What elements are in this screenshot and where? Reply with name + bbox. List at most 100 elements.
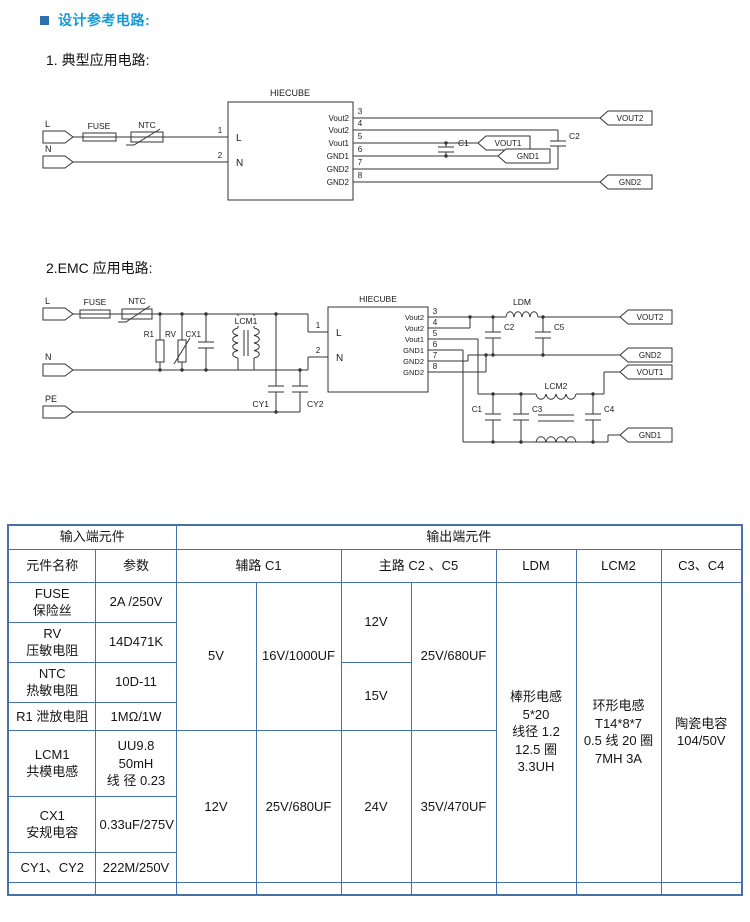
pin6-number: 6 bbox=[358, 145, 363, 154]
component-name-cell: LCM1 共模电感 bbox=[7, 729, 97, 797]
pin6-number: 6 bbox=[433, 340, 438, 349]
l-label: L bbox=[45, 119, 50, 129]
chip-pin4-label: Vout2 bbox=[329, 126, 350, 135]
pin7-number: 7 bbox=[358, 158, 363, 167]
col-header-aux-c1: 辅路 C1 bbox=[175, 548, 342, 583]
c3-c4-spec-cell: 陶瓷电容 104/50V bbox=[660, 581, 743, 883]
pin1-number: 1 bbox=[218, 126, 223, 135]
component-name-cell: CY1、CY2 bbox=[7, 851, 97, 883]
empty-cell bbox=[410, 881, 497, 896]
circuit-typical-application: L N FUSE NTC 1 2 HIECUBE L N Vout2 Vout2… bbox=[42, 88, 653, 201]
table-row: FUSE 保险丝 2A /250V 5V 16V/1000UF 12V 25V/… bbox=[7, 581, 743, 883]
lcm2-label: LCM2 bbox=[545, 381, 568, 391]
pe-input-tag bbox=[42, 405, 74, 419]
main-cap-top-cell: 25V/680UF bbox=[410, 581, 497, 731]
n-input-tag bbox=[42, 155, 74, 169]
component-param-cell: 14D471K bbox=[95, 621, 177, 663]
cy2-label: CY2 bbox=[307, 399, 324, 409]
chip-pin8-label: GND2 bbox=[327, 178, 350, 187]
component-param-cell: 1MΩ/1W bbox=[95, 701, 177, 731]
gnd1-tag-label: GND1 bbox=[639, 431, 662, 440]
main-voltage-15v-cell: 15V bbox=[340, 661, 412, 731]
cy1-capacitor bbox=[268, 385, 284, 393]
table-row: R1 泄放电阻 1MΩ/1W bbox=[7, 701, 742, 731]
col-header-lcm2: LCM2 bbox=[575, 548, 662, 583]
n-label: N bbox=[45, 144, 52, 154]
chip-pin4-label: Vout2 bbox=[405, 324, 424, 333]
chip-pin3-label: Vout2 bbox=[329, 114, 350, 123]
ldm-spec-cell: 棒形电感 5*20 线径 1.2 12.5 圈 3.3UH bbox=[495, 581, 577, 883]
c5-label: C5 bbox=[554, 323, 565, 332]
col-header-ldm: LDM bbox=[495, 548, 577, 583]
pe-label: PE bbox=[45, 394, 57, 404]
component-param-cell: UU9.8 50mH 线 径 0.23 bbox=[95, 729, 177, 797]
ntc-label: NTC bbox=[128, 296, 145, 306]
output-components-header: 输出端元件 bbox=[175, 524, 743, 550]
chip-pin7-label: GND2 bbox=[403, 357, 424, 366]
vout1-tag-label: VOUT1 bbox=[637, 368, 664, 377]
pin4-number: 4 bbox=[358, 119, 363, 128]
vout1-tag-label: VOUT1 bbox=[495, 139, 522, 148]
fuse-label: FUSE bbox=[88, 121, 111, 131]
lcm1-label: LCM1 bbox=[235, 316, 258, 326]
fuse-symbol bbox=[82, 132, 117, 142]
pin7-number: 7 bbox=[433, 351, 438, 360]
lcm2-choke bbox=[535, 393, 577, 443]
c1-capacitor bbox=[485, 413, 501, 421]
empty-cell bbox=[495, 881, 577, 896]
empty-cell bbox=[7, 881, 97, 896]
pin1-number: 1 bbox=[316, 321, 321, 330]
cy2-capacitor bbox=[292, 385, 308, 393]
chip-title: HIECUBE bbox=[270, 88, 310, 98]
cx1-label: CX1 bbox=[185, 330, 201, 339]
fuse-symbol bbox=[79, 309, 111, 319]
c1-label: C1 bbox=[472, 405, 483, 414]
rv-varistor bbox=[173, 337, 191, 365]
pin3-number: 3 bbox=[358, 107, 363, 116]
input-components-header: 输入端元件 bbox=[7, 524, 177, 550]
col-header-name: 元件名称 bbox=[7, 548, 97, 583]
cy1-label: CY1 bbox=[252, 399, 269, 409]
lcm1-choke bbox=[232, 327, 260, 359]
chip-l-pin-label: L bbox=[236, 133, 242, 144]
c2-label: C2 bbox=[569, 131, 580, 141]
empty-cell bbox=[660, 881, 743, 896]
ntc-symbol bbox=[118, 305, 153, 323]
component-name-cell: RV 压敏电阻 bbox=[7, 621, 97, 663]
aux-cap-bottom-cell: 25V/680UF bbox=[255, 729, 342, 883]
chip-pin5-label: Vout1 bbox=[405, 335, 424, 344]
document-page: 设计参考电路: 1. 典型应用电路: bbox=[6, 12, 743, 897]
aux-voltage-bottom-cell: 12V bbox=[175, 729, 257, 883]
l-input-tag bbox=[42, 307, 74, 321]
gnd2-tag bbox=[619, 347, 673, 363]
n-input-tag bbox=[42, 363, 74, 377]
l-label: L bbox=[45, 296, 50, 306]
table-row: NTC 热敏电阻 10D-11 15V bbox=[7, 661, 742, 731]
pin5-number: 5 bbox=[433, 329, 438, 338]
table-row: LCM1 共模电感 UU9.8 50mH 线 径 0.23 12V 25V/68… bbox=[7, 729, 742, 883]
chip-pin7-label: GND2 bbox=[327, 165, 350, 174]
vout2-tag-label: VOUT2 bbox=[637, 313, 664, 322]
col-header-c3-c4: C3、C4 bbox=[660, 548, 743, 583]
table-header-row-1: 输入端元件 输出端元件 bbox=[7, 524, 743, 550]
ntc-label: NTC bbox=[138, 120, 155, 130]
chip-pin3-label: Vout2 bbox=[405, 313, 424, 322]
c4-capacitor bbox=[585, 413, 601, 421]
main-voltage-bottom-cell: 24V bbox=[340, 729, 412, 883]
c2-label: C2 bbox=[504, 323, 515, 332]
main-voltage-12v-cell: 12V bbox=[340, 581, 412, 663]
component-param-cell: 10D-11 bbox=[95, 661, 177, 703]
component-name-cell: FUSE 保险丝 bbox=[7, 581, 97, 623]
vout2-tag bbox=[599, 110, 653, 126]
gnd2-tag-label: GND2 bbox=[639, 351, 662, 360]
empty-cell bbox=[95, 881, 177, 896]
pin2-number: 2 bbox=[316, 346, 321, 355]
section1-title: 1. 典型应用电路: bbox=[46, 52, 150, 68]
fuse-label: FUSE bbox=[84, 297, 107, 307]
vout1-tag bbox=[619, 364, 673, 380]
c1-capacitor bbox=[438, 146, 454, 153]
table-row: RV 压敏电阻 14D471K bbox=[7, 621, 742, 663]
empty-cell bbox=[340, 881, 412, 896]
cx1-capacitor bbox=[198, 341, 214, 349]
pin8-number: 8 bbox=[433, 362, 438, 371]
